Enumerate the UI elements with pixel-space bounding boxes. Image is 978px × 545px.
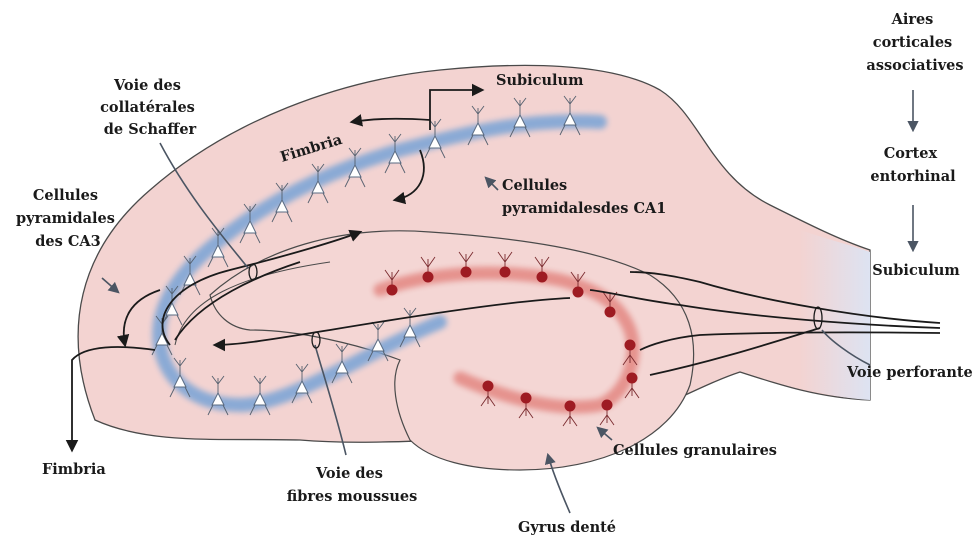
- label-cortex-entorhinal: Cortex entorhinal: [870, 145, 956, 185]
- label-subiculum-top: Subiculum: [496, 72, 584, 89]
- label-fimbria-bottom: Fimbria: [42, 461, 106, 478]
- label-gyrus-dente: Gyrus denté: [518, 519, 616, 536]
- label-voie-collaterales: Voie des collatérales de Schaffer: [100, 77, 200, 138]
- label-voie-perforante: Voie perforante: [846, 364, 973, 381]
- label-subiculum-right: Subiculum: [872, 262, 960, 279]
- label-aires: Aires corticales associatives: [866, 11, 963, 74]
- label-cellules-granulaires: Cellules granulaires: [613, 442, 777, 459]
- label-cellules-ca3: Cellules pyramidales des CA3: [16, 187, 120, 250]
- label-voie-fibres: Voie des fibres moussues: [287, 465, 418, 505]
